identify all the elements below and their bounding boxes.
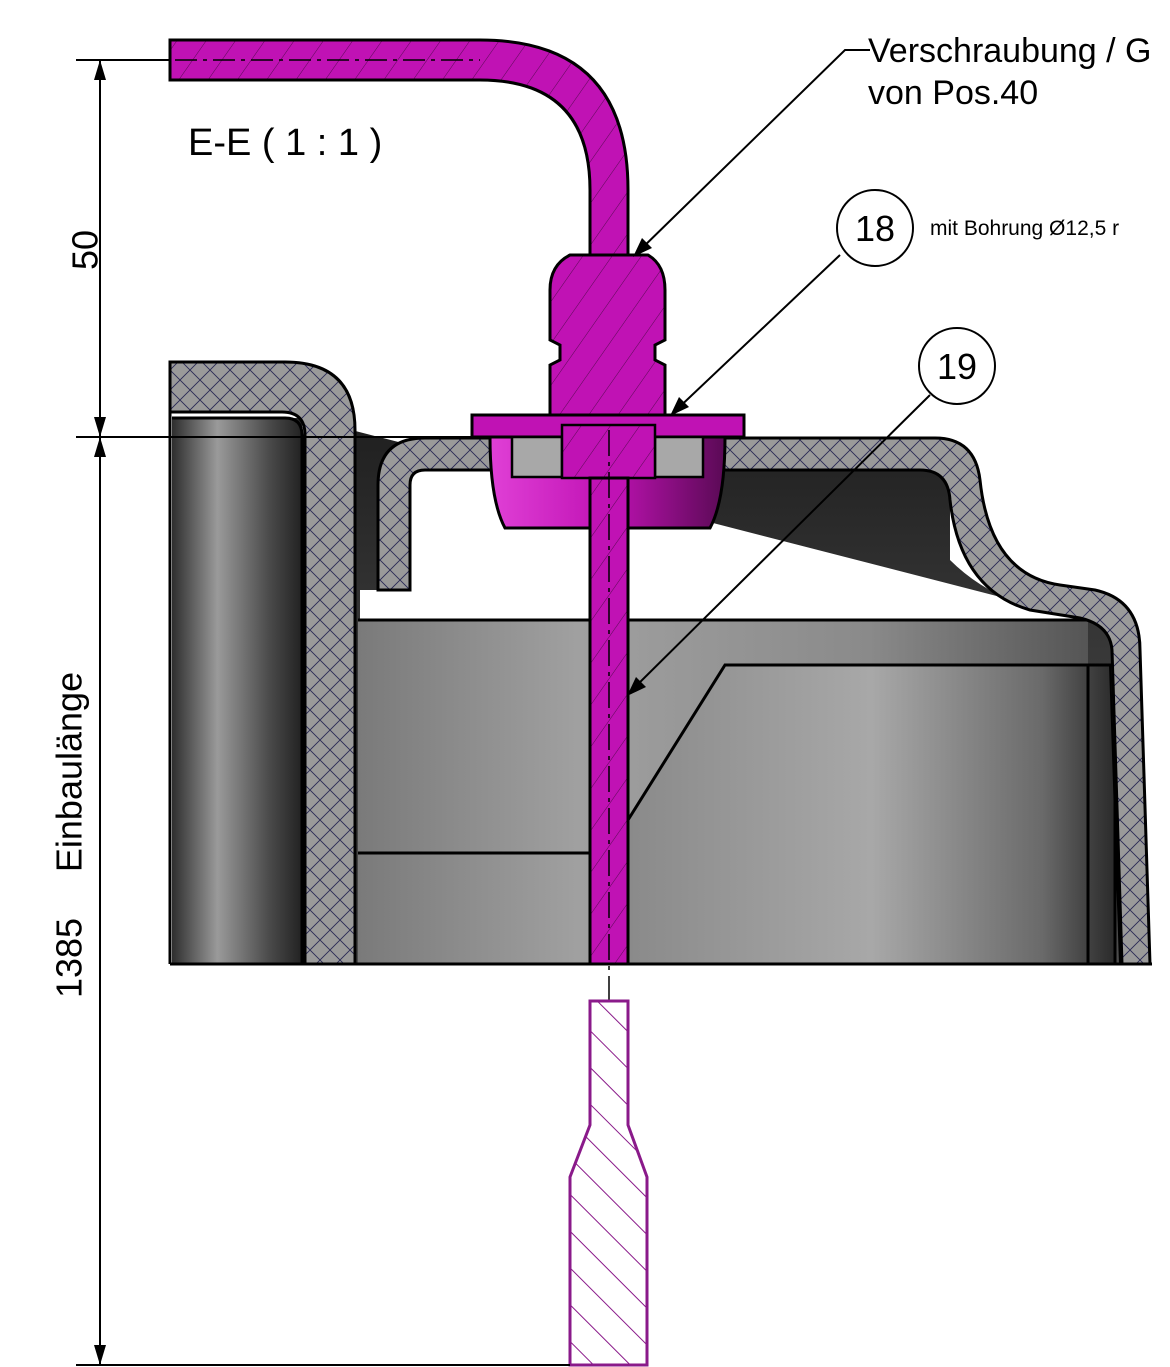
top-shell-section bbox=[376, 436, 1152, 966]
right-inner-line-2 bbox=[1109, 664, 1121, 965]
item-18-number: 18 bbox=[855, 208, 895, 249]
dim-value-50: 50 bbox=[65, 230, 106, 270]
dim-label-einbaulaenge: Einbaulänge bbox=[49, 672, 90, 872]
housing-right-block bbox=[626, 663, 1117, 966]
probe-stub bbox=[568, 999, 649, 1367]
fitting-callout-line2: von Pos.40 bbox=[868, 74, 1038, 112]
nut-slot-right bbox=[653, 435, 705, 479]
balloon-18 bbox=[836, 189, 914, 267]
left-wall-cap bbox=[172, 416, 304, 964]
section-label: E-E ( 1 : 1 ) bbox=[188, 122, 382, 164]
labels: E-E ( 1 : 1 ) Verschraubung / G von Pos.… bbox=[49, 32, 1152, 998]
housing bbox=[168, 360, 1152, 966]
fitting-callout-line1: Verschraubung / G bbox=[868, 32, 1152, 70]
leader-19 bbox=[627, 394, 931, 695]
arrow-1385-bottom bbox=[94, 1345, 106, 1365]
fitting-assembly bbox=[168, 38, 746, 1367]
leader-fitting-arrow bbox=[633, 238, 652, 257]
arrow-50-bottom bbox=[94, 417, 106, 437]
dim-value-1385: 1385 bbox=[49, 918, 90, 998]
nut-slot-left bbox=[510, 435, 564, 479]
arrow-1385-top bbox=[94, 437, 106, 457]
dimension-lines bbox=[76, 59, 570, 1366]
leader-19-arrow bbox=[627, 677, 646, 696]
balloon-19 bbox=[918, 327, 996, 405]
fitting-body bbox=[548, 253, 667, 417]
leader-18 bbox=[671, 254, 841, 415]
left-wall bbox=[172, 418, 302, 964]
item-19-number: 19 bbox=[937, 346, 977, 387]
outer-shell-section bbox=[168, 360, 357, 966]
item-18-note: mit Bohrung Ø12,5 r bbox=[930, 217, 1119, 240]
leader-18-arrow bbox=[670, 397, 689, 416]
probe-rod bbox=[588, 476, 630, 966]
leader-fitting bbox=[635, 49, 870, 255]
arrow-50-top bbox=[94, 60, 106, 80]
callout-leaders bbox=[627, 49, 996, 696]
